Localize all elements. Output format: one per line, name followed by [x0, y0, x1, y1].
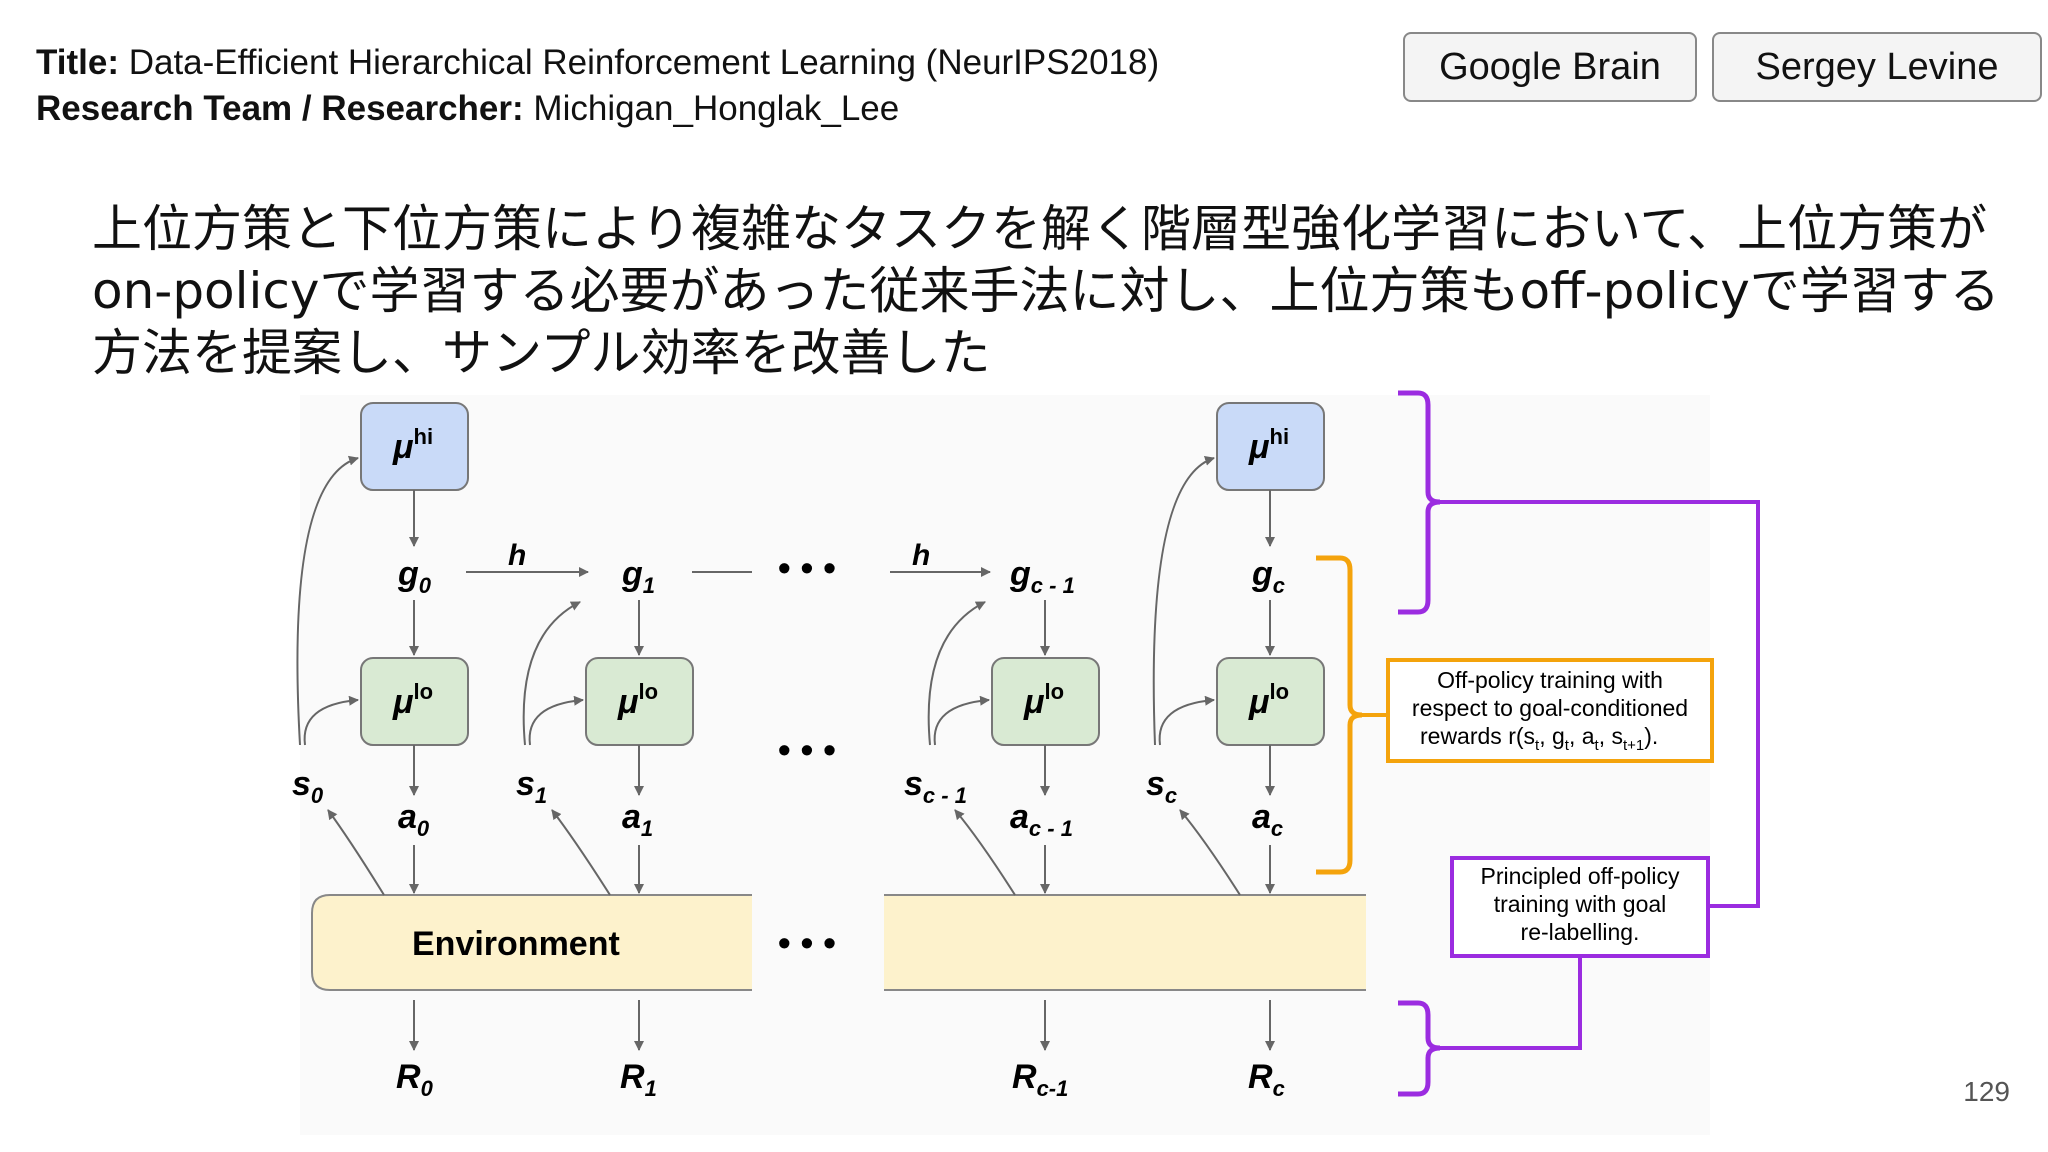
mu-lo-label: μlo [1248, 679, 1289, 721]
environment-box-right [884, 895, 1366, 990]
mu-lo-label: μlo [392, 679, 433, 721]
state-label-0: s0 [292, 765, 324, 808]
tag-label: Sergey Levine [1755, 45, 1999, 88]
action-label-0: a0 [398, 798, 430, 841]
diagram-background [300, 395, 1710, 1135]
principled-box [1450, 856, 1710, 958]
reward-label-0: R0 [396, 1058, 434, 1101]
ellipsis-policies: • • • [778, 729, 836, 770]
environment-box-left [311, 894, 752, 991]
environment-label: Environment [412, 925, 620, 963]
principled-line2: training with goal [1494, 891, 1667, 917]
paper-title: Data-Efficient Hierarchical Reinforcemen… [128, 43, 1160, 82]
ellipsis-environment: • • • [778, 922, 836, 963]
team-line: Research Team / Researcher: Michigan_Hon… [36, 86, 1159, 132]
state-label-c1: sc - 1 [904, 765, 967, 808]
diagram-arrows [296, 455, 1275, 1051]
reward-label-c: Rc [1248, 1058, 1285, 1101]
action-label-1: a1 [622, 798, 653, 841]
mu-lo-label: μlo [617, 679, 658, 721]
reward-label-1: R1 [620, 1058, 657, 1101]
goal-label-c1: gc - 1 [1009, 555, 1075, 598]
purple-bracket-bottom [1398, 1000, 1441, 1097]
team-label: Research Team / Researcher: [36, 89, 524, 128]
summary-text: 上位方策と下位方策により複雑なタスクを解く階層型強化学習において、上位方策がon… [92, 200, 2000, 382]
page-number: 129 [1963, 1076, 2010, 1107]
mu-lo-label: μlo [1023, 679, 1064, 721]
off-policy-line1: Off-policy training with [1437, 667, 1663, 693]
team-value: Michigan_Honglak_Lee [533, 89, 900, 128]
principled-line1: Principled off-policy [1480, 863, 1680, 889]
purple-connector-bottom [1440, 958, 1582, 1050]
mu-hi-label: μhi [1248, 424, 1289, 466]
tag-label: Google Brain [1439, 45, 1661, 88]
tag-sergey-levine[interactable]: Sergey Levine [1712, 32, 2042, 102]
reward-label-c1: Rc-1 [1012, 1058, 1068, 1101]
title-line: Title: Data-Efficient Hierarchical Reinf… [36, 40, 1159, 86]
goal-label-0: g0 [397, 555, 432, 598]
title-label: Title: [36, 43, 119, 82]
transition-h-label: h [508, 539, 526, 572]
off-policy-box [1386, 658, 1714, 763]
purple-connector-top [1440, 500, 1760, 908]
goal-label-1: g1 [621, 555, 655, 598]
slide-header: Title: Data-Efficient Hierarchical Reinf… [36, 40, 1159, 132]
tag-google-brain[interactable]: Google Brain [1403, 32, 1697, 102]
principled-line3: re-labelling. [1521, 919, 1640, 945]
state-label-1: s1 [516, 765, 547, 808]
ellipsis-goals: • • • [778, 547, 836, 588]
off-policy-line3: rewards r(st, gt, at, st+1). [1420, 723, 1658, 754]
goal-label-c: gc [1251, 555, 1285, 598]
state-label-c: sc [1146, 765, 1177, 808]
mu-hi-label: μhi [392, 424, 433, 466]
action-label-c1: ac - 1 [1010, 798, 1073, 841]
off-policy-line2: respect to goal-conditioned [1412, 695, 1688, 721]
transition-h-label: h [912, 539, 930, 572]
action-label-c: ac [1252, 798, 1283, 841]
